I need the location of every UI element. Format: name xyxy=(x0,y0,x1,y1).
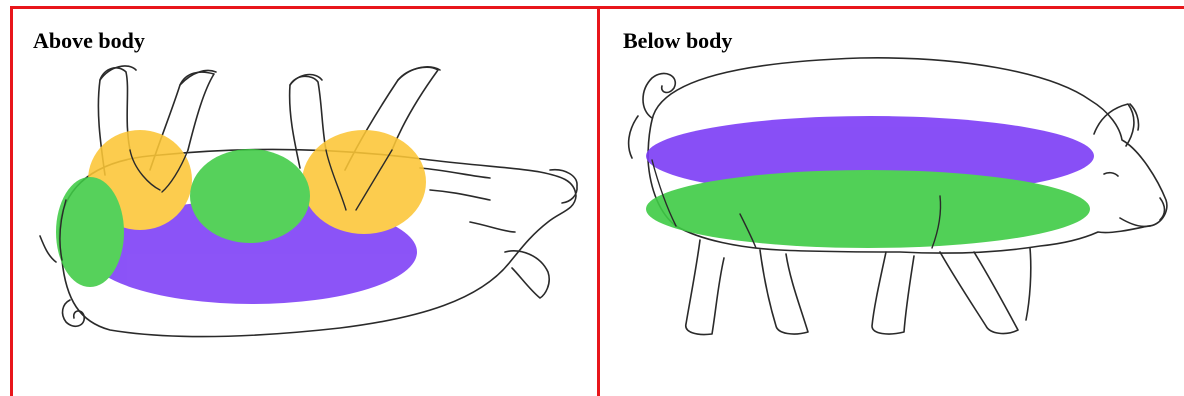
region-green-above-center xyxy=(190,149,310,243)
region-green-above-left xyxy=(56,177,124,287)
pig-below-leg-1 xyxy=(686,240,724,335)
pig-below-leg-2 xyxy=(760,250,808,334)
pig-below-tail xyxy=(643,73,675,118)
regions-below-body xyxy=(646,116,1094,248)
pig-below-ear xyxy=(1094,104,1134,146)
pig-below-leg-3 xyxy=(872,252,914,334)
panel-title-below-body: Below body xyxy=(623,28,732,54)
pig-below-leg-4 xyxy=(940,252,1018,333)
region-yellow-above-hind-right xyxy=(302,130,426,234)
region-green-below xyxy=(646,170,1090,248)
pig-above-ear xyxy=(505,251,549,298)
panel-title-above-body: Above body xyxy=(33,28,145,54)
regions-above-body xyxy=(56,130,426,304)
pig-below-eye xyxy=(1104,173,1118,176)
